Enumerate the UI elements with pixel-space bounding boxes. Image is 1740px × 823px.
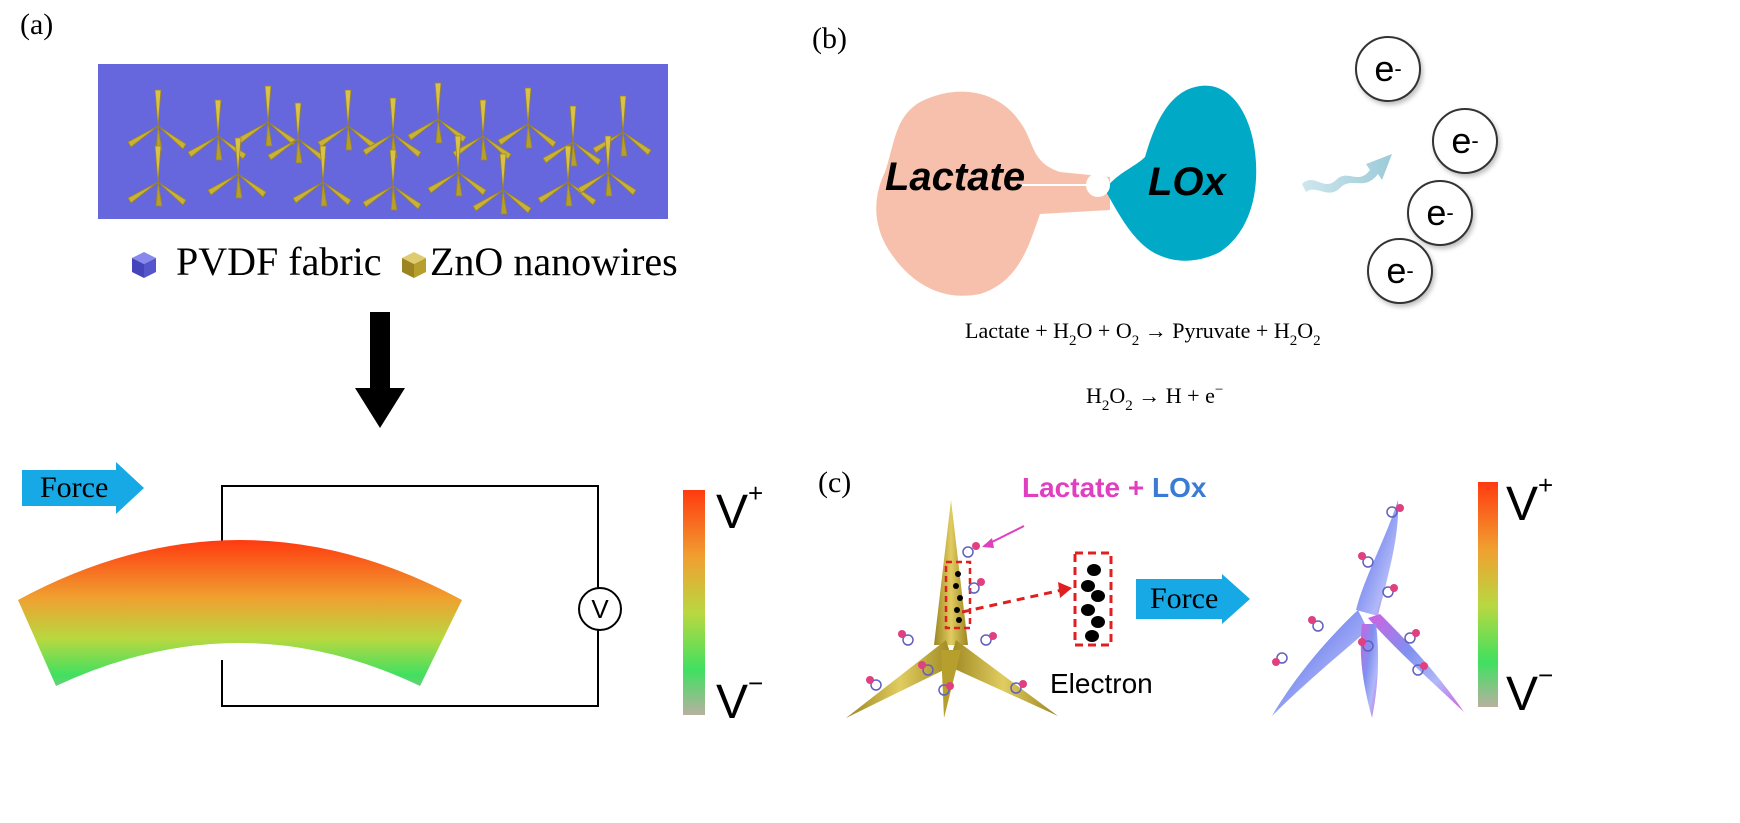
force-label-c: Force [1136,579,1223,619]
panel-a-label: (a) [20,8,54,41]
force-arrow-c: Force [1136,574,1251,624]
bending-circuit [18,485,599,707]
panel-b-label: (b) [812,22,847,55]
pvdf-legend-label: PVDF fabric [176,239,382,284]
deformed-tetrapod-with-enzymes [1272,500,1464,718]
force-arrow-head-icon [1222,574,1251,624]
lactate-lox-label-c: Lactate + LOx [1022,472,1207,503]
reaction-equation-1: Lactate + H2O + O2 → Pyruvate + H2O2 [965,318,1321,349]
lactate-label-c: Lactate [1022,472,1121,503]
reaction-equation-2: H2O2 → H + e− [1086,382,1224,414]
voltage-scale-bar-c [1478,482,1498,707]
zno-legend-label: ZnO nanowires [430,239,678,284]
v-minus-label-a: V− [716,668,764,729]
force-label-a: Force [22,470,117,506]
force-arrow-a: Force [22,462,145,514]
force-arrow-head-icon [116,462,145,514]
lox-blob [1105,85,1257,261]
electron-circle-3: e- [1407,180,1473,246]
lactate-lox-complex [876,85,1257,296]
electron-circle-2: e- [1432,108,1498,174]
v-minus-label-c: V− [1506,660,1554,721]
zno-legend-cube-icon [402,252,426,278]
pvdf-fabric-with-zno-nanowires [98,64,668,219]
electron-transfer-arrow [962,582,1072,614]
voltage-scale-bar-a [683,490,705,715]
wire-top [221,485,599,588]
panel-c-label: (c) [818,466,852,499]
bent-piezo-film [18,540,462,686]
electron-zoom-box [1073,551,1113,647]
voltmeter-symbol: V [591,593,609,624]
lactate-label: Lactate [885,155,1026,199]
wire-bottom [221,626,599,707]
lox-label: LOx [1148,160,1226,204]
electron-label: Electron [1050,668,1153,699]
down-arrow-icon [355,312,405,428]
wavy-arrow-icon [1302,154,1392,193]
lactate-blob [876,91,1110,296]
pvdf-legend-cube-icon [132,252,156,278]
v-plus-label-c: V+ [1506,470,1554,531]
electron-circle-1: e- [1355,36,1421,102]
electron-circle-4: e- [1367,238,1433,304]
voltmeter-icon: V [578,587,622,631]
lox-label-c: LOx [1151,472,1207,503]
v-plus-label-a: V+ [716,478,764,539]
zno-tetrapod-with-enzymes [846,500,1058,718]
